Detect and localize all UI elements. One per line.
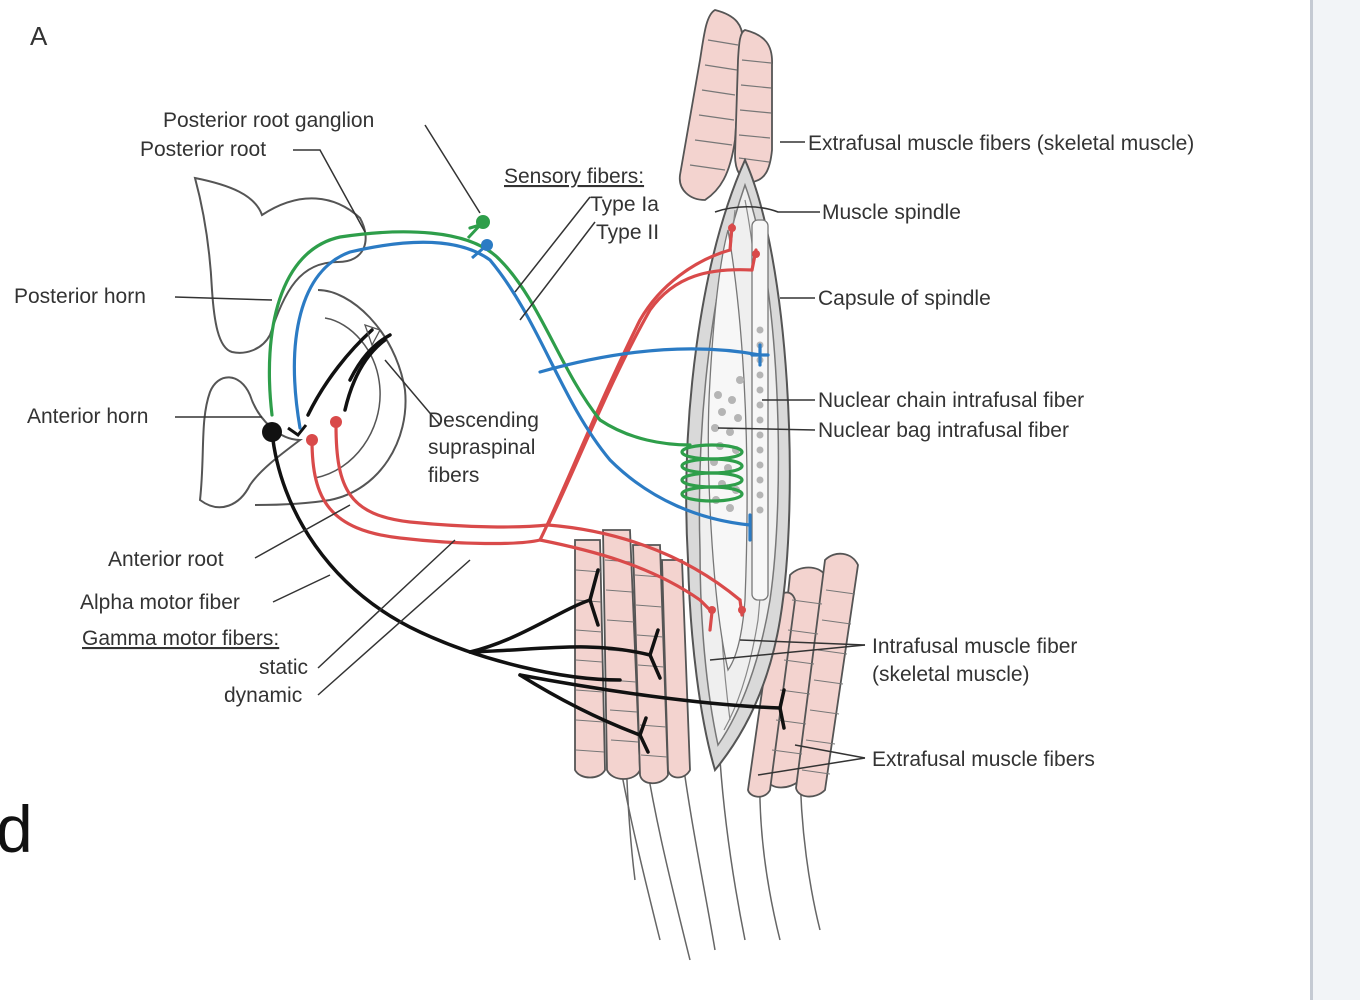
nuclear-chain-fiber	[751, 219, 769, 601]
label-descending-3: fibers	[428, 464, 479, 487]
cord-inner-curve	[314, 317, 381, 479]
label-extrafusal: Extrafusal muscle fibers	[872, 748, 1095, 771]
muscle-spindle-diagram: A d Posterior root ganglion Posterior ro…	[0, 9, 1194, 961]
label-type-ii: Type II	[596, 221, 659, 244]
label-posterior-root-ganglion: Posterior root ganglion	[163, 109, 374, 132]
label-descending-1: Descending	[428, 409, 539, 432]
label-capsule: Capsule of spindle	[818, 287, 991, 310]
label-nuclear-chain: Nuclear chain intrafusal fiber	[818, 389, 1084, 412]
fragment-letter: d	[0, 792, 33, 866]
label-sensory-fibers: Sensory fibers:	[504, 165, 644, 188]
alpha-motor-neuron	[262, 422, 282, 442]
label-extrafusal-skeletal: Extrafusal muscle fibers (skeletal muscl…	[808, 132, 1194, 155]
extrafusal-fibers-lower-right	[747, 552, 859, 798]
label-nuclear-bag: Nuclear bag intrafusal fiber	[818, 419, 1069, 442]
label-intrafusal-2: (skeletal muscle)	[872, 663, 1030, 686]
extrafusal-fibers-top	[678, 9, 773, 201]
label-alpha-motor-fiber: Alpha motor fiber	[80, 591, 240, 614]
type-ii-sensory-fiber	[292, 240, 770, 542]
cord-outer-curve	[254, 289, 407, 506]
anterior-horn-outline	[198, 376, 303, 509]
nuclei	[710, 326, 764, 514]
spinal-cord	[193, 176, 407, 509]
label-muscle-spindle: Muscle spindle	[822, 201, 961, 224]
label-posterior-root: Posterior root	[140, 138, 266, 161]
label-gamma-motor-fibers: Gamma motor fibers:	[82, 627, 279, 650]
alpha-motor-fiber	[270, 430, 786, 754]
posterior-horn-outline	[193, 176, 367, 354]
label-dynamic: dynamic	[224, 684, 302, 707]
diagram-canvas: A d Posterior root ganglion Posterior ro…	[0, 9, 1195, 961]
label-anterior-horn: Anterior horn	[27, 405, 148, 428]
label-posterior-horn: Posterior horn	[14, 285, 146, 308]
label-intrafusal-1: Intrafusal muscle fiber	[872, 635, 1077, 658]
gamma-motor-fibers	[310, 223, 758, 632]
label-descending-2: supraspinal	[428, 436, 535, 459]
extrafusal-fibers-lower-left	[574, 529, 691, 785]
intrafusal-fibers	[707, 219, 769, 672]
label-type-ia: Type Ia	[590, 193, 659, 216]
panel-letter: A	[30, 21, 48, 51]
label-anterior-root: Anterior root	[108, 548, 224, 571]
leader-lines	[174, 124, 866, 776]
side-panel	[1310, 0, 1360, 1000]
gamma-endings	[306, 224, 760, 614]
descending-supraspinal-fibers	[306, 328, 392, 417]
label-static: static	[259, 656, 308, 679]
